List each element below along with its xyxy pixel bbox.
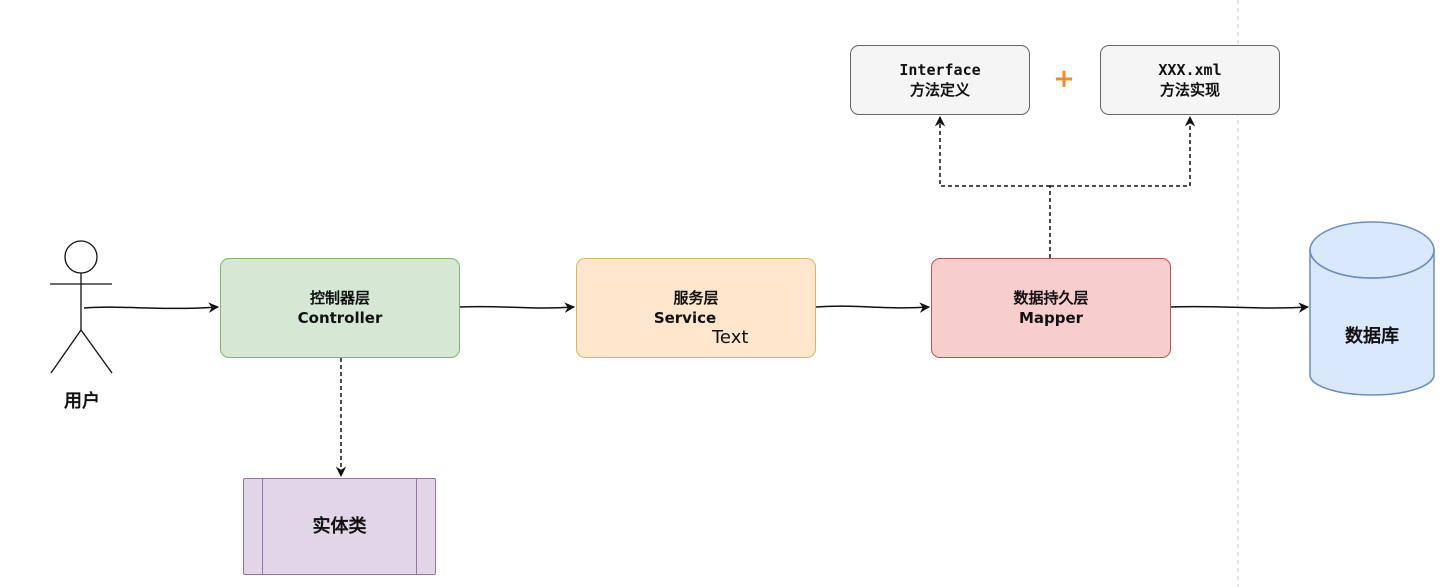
entity-box[interactable]: 实体类 <box>243 478 436 575</box>
entity-left-bar <box>262 479 263 574</box>
xml-title: XXX.xml <box>1158 61 1222 79</box>
interface-box[interactable]: Interface 方法定义 <box>850 45 1030 115</box>
plus-sign: + <box>1053 64 1075 94</box>
arrow-mapper-to-database <box>1170 302 1310 313</box>
controller-title: 控制器层 <box>309 289 370 307</box>
service-subtitle: Service <box>653 309 717 327</box>
arrow-mapper-to-xml <box>1050 115 1196 187</box>
mapper-subtitle: Mapper <box>1018 309 1084 327</box>
controller-layer-box[interactable]: 控制器层 Controller <box>220 258 460 358</box>
arrow-service-to-mapper <box>815 302 931 313</box>
xml-box[interactable]: XXX.xml 方法实现 <box>1100 45 1280 115</box>
mapper-layer-box[interactable]: 数据持久层 Mapper <box>931 258 1171 358</box>
stray-text-label[interactable]: Text <box>712 327 749 348</box>
mapper-title: 数据持久层 <box>1013 289 1089 307</box>
arrow-controller-to-service <box>459 302 576 313</box>
entity-label: 实体类 <box>312 515 367 537</box>
arrow-user-to-controller <box>83 302 220 313</box>
database-cylinder-icon[interactable] <box>1309 221 1435 396</box>
service-title: 服务层 <box>673 289 719 307</box>
user-actor-icon[interactable] <box>50 240 113 374</box>
interface-subtitle: 方法定义 <box>909 81 970 99</box>
user-label: 用户 <box>64 391 100 412</box>
arrow-mapper-to-interface <box>934 115 1050 187</box>
service-layer-box[interactable]: 服务层 Service <box>576 258 816 358</box>
database-label: 数据库 <box>1345 326 1399 347</box>
xml-subtitle: 方法实现 <box>1159 81 1220 99</box>
interface-title: Interface <box>899 61 981 79</box>
controller-subtitle: Controller <box>297 309 383 327</box>
entity-right-bar <box>416 479 417 574</box>
